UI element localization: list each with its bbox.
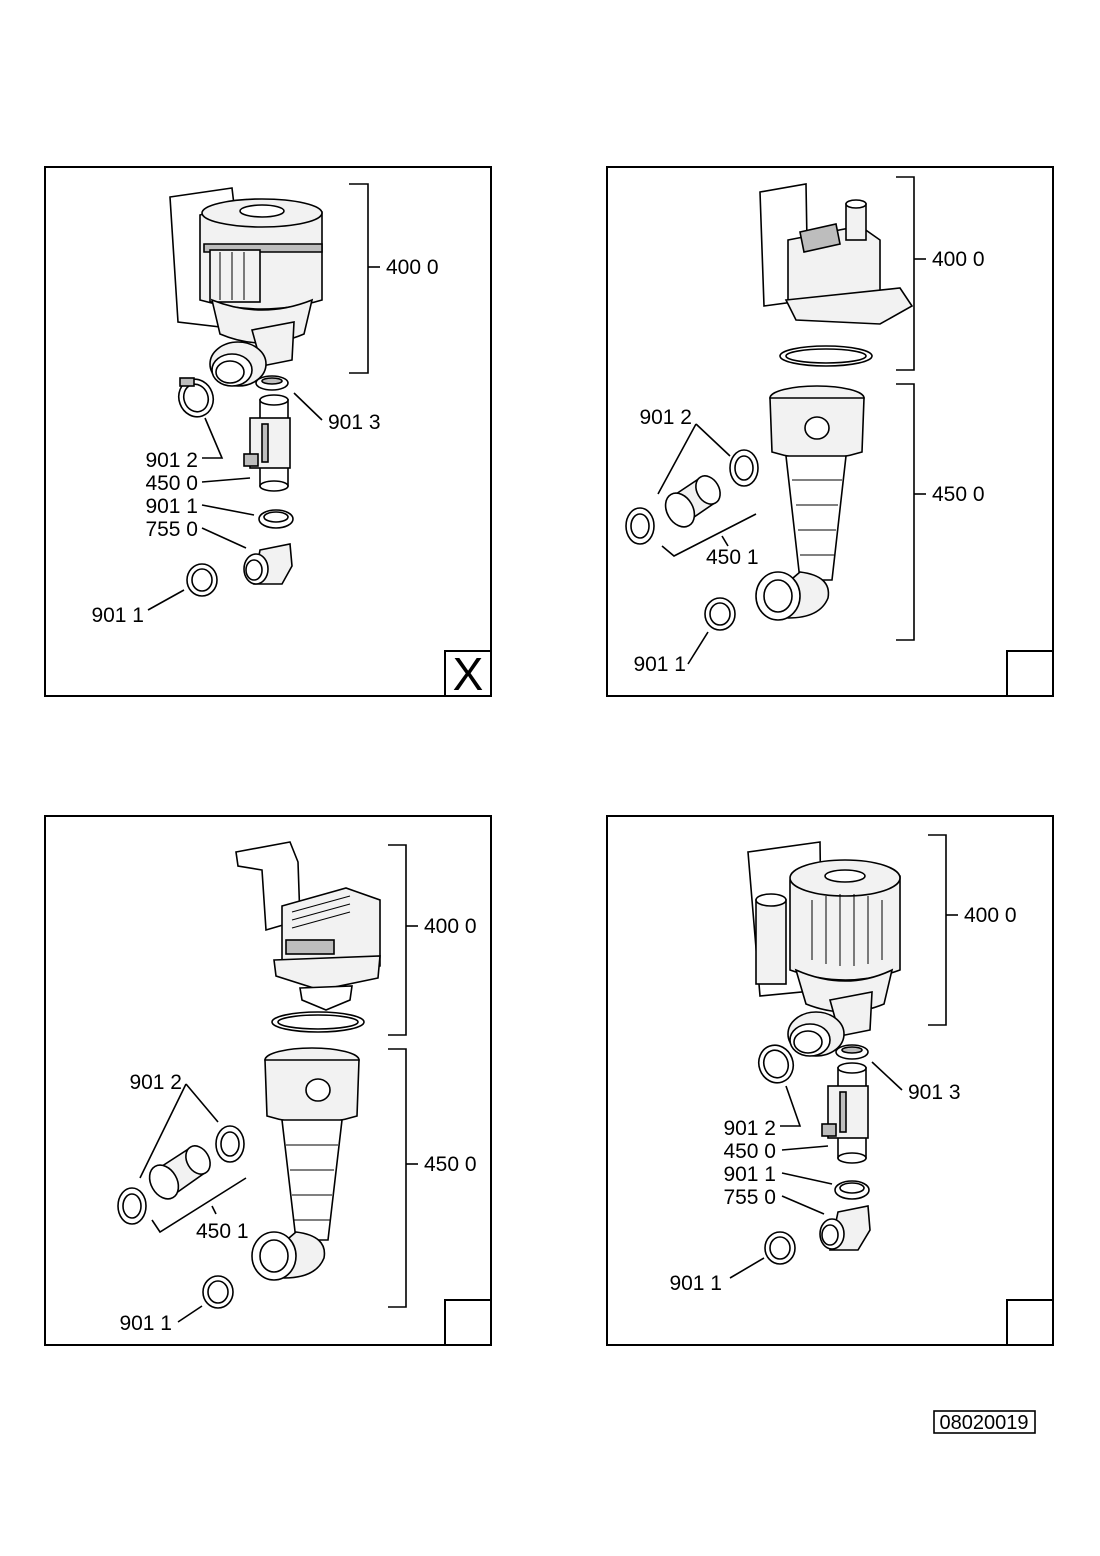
hose-clamp-901-1 [704, 597, 736, 631]
panel-frame [606, 815, 1054, 1346]
label-901-1-upper: 901 1 [723, 1163, 776, 1186]
hose-elbow-755-0 [819, 1205, 871, 1251]
panel-top-right: 400 0 450 0 901 2 450 1 901 1 [606, 166, 1054, 697]
panel-bottom-left: 400 0 450 0 901 2 450 1 901 1 [44, 815, 492, 1346]
label-901-1-lower: 901 1 [669, 1272, 722, 1295]
hose-clamp-901-3 [255, 375, 289, 391]
variant-checkbox[interactable] [1006, 650, 1054, 697]
label-450-0: 450 0 [424, 1153, 477, 1176]
heater-450-0 [251, 1047, 360, 1281]
hose-clamp-901-2 [757, 1044, 795, 1084]
panel-bottom-right: 400 0 901 3 901 2 450 0 901 1 755 0 901 … [606, 815, 1054, 1346]
label-450-1: 450 1 [196, 1220, 249, 1243]
hose-clamp-901-1-upper [834, 1180, 870, 1200]
label-450-1: 450 1 [706, 546, 759, 569]
label-901-1-upper: 901 1 [145, 495, 198, 518]
panel-frame [606, 166, 1054, 697]
label-901-2: 901 2 [639, 406, 692, 429]
hose-clamp-901-1 [202, 1275, 234, 1309]
drawing-number: 08020019 [940, 1412, 1029, 1434]
hose-clamp-901-1-upper [258, 509, 294, 529]
seal-ring [271, 1011, 365, 1033]
hose-450-1 [148, 1145, 211, 1200]
heater-450-0 [243, 394, 291, 492]
seal-ring [779, 345, 873, 367]
hose-450-1 [664, 475, 721, 528]
label-400-0: 400 0 [424, 915, 477, 938]
hose-clamp-901-2 [177, 377, 215, 418]
variant-checkbox[interactable] [444, 650, 492, 697]
pump-motor-400-0 [169, 187, 323, 387]
heater-450-0 [821, 1062, 869, 1164]
label-400-0: 400 0 [932, 248, 985, 271]
label-450-0: 450 0 [723, 1140, 776, 1163]
pump-motor-400-0 [747, 841, 901, 1057]
hose-clamp-901-2 [625, 449, 759, 545]
label-901-1: 901 1 [119, 1312, 172, 1335]
hose-clamp-901-2 [117, 1125, 245, 1225]
label-450-0: 450 0 [145, 472, 198, 495]
label-901-3: 901 3 [908, 1081, 961, 1104]
label-901-3: 901 3 [328, 411, 381, 434]
hose-clamp-901-1-lower [186, 563, 218, 597]
pump-motor-400-0 [759, 183, 914, 325]
label-755-0: 755 0 [145, 518, 198, 541]
label-901-2: 901 2 [145, 449, 198, 472]
label-400-0: 400 0 [964, 904, 1017, 927]
variant-checkbox[interactable] [444, 1299, 492, 1346]
panel-frame [44, 815, 492, 1346]
hose-elbow-755-0 [243, 543, 293, 585]
label-755-0: 755 0 [723, 1186, 776, 1209]
drawing-number-box [933, 1410, 1036, 1434]
label-901-2: 901 2 [723, 1117, 776, 1140]
hose-clamp-901-1-lower [764, 1231, 796, 1265]
panel-frame [44, 166, 492, 697]
label-901-1-lower: 901 1 [91, 604, 144, 627]
heater-450-0 [755, 385, 865, 621]
pump-motor-400-0 [235, 841, 381, 1011]
label-450-0: 450 0 [932, 483, 985, 506]
label-901-1: 901 1 [633, 653, 686, 676]
variant-selected-mark: X [453, 648, 484, 700]
hose-clamp-901-3 [835, 1044, 869, 1060]
label-400-0: 400 0 [386, 256, 439, 279]
label-901-2: 901 2 [129, 1071, 182, 1094]
panel-top-left: X [44, 166, 492, 700]
variant-checkbox[interactable] [1006, 1299, 1054, 1346]
